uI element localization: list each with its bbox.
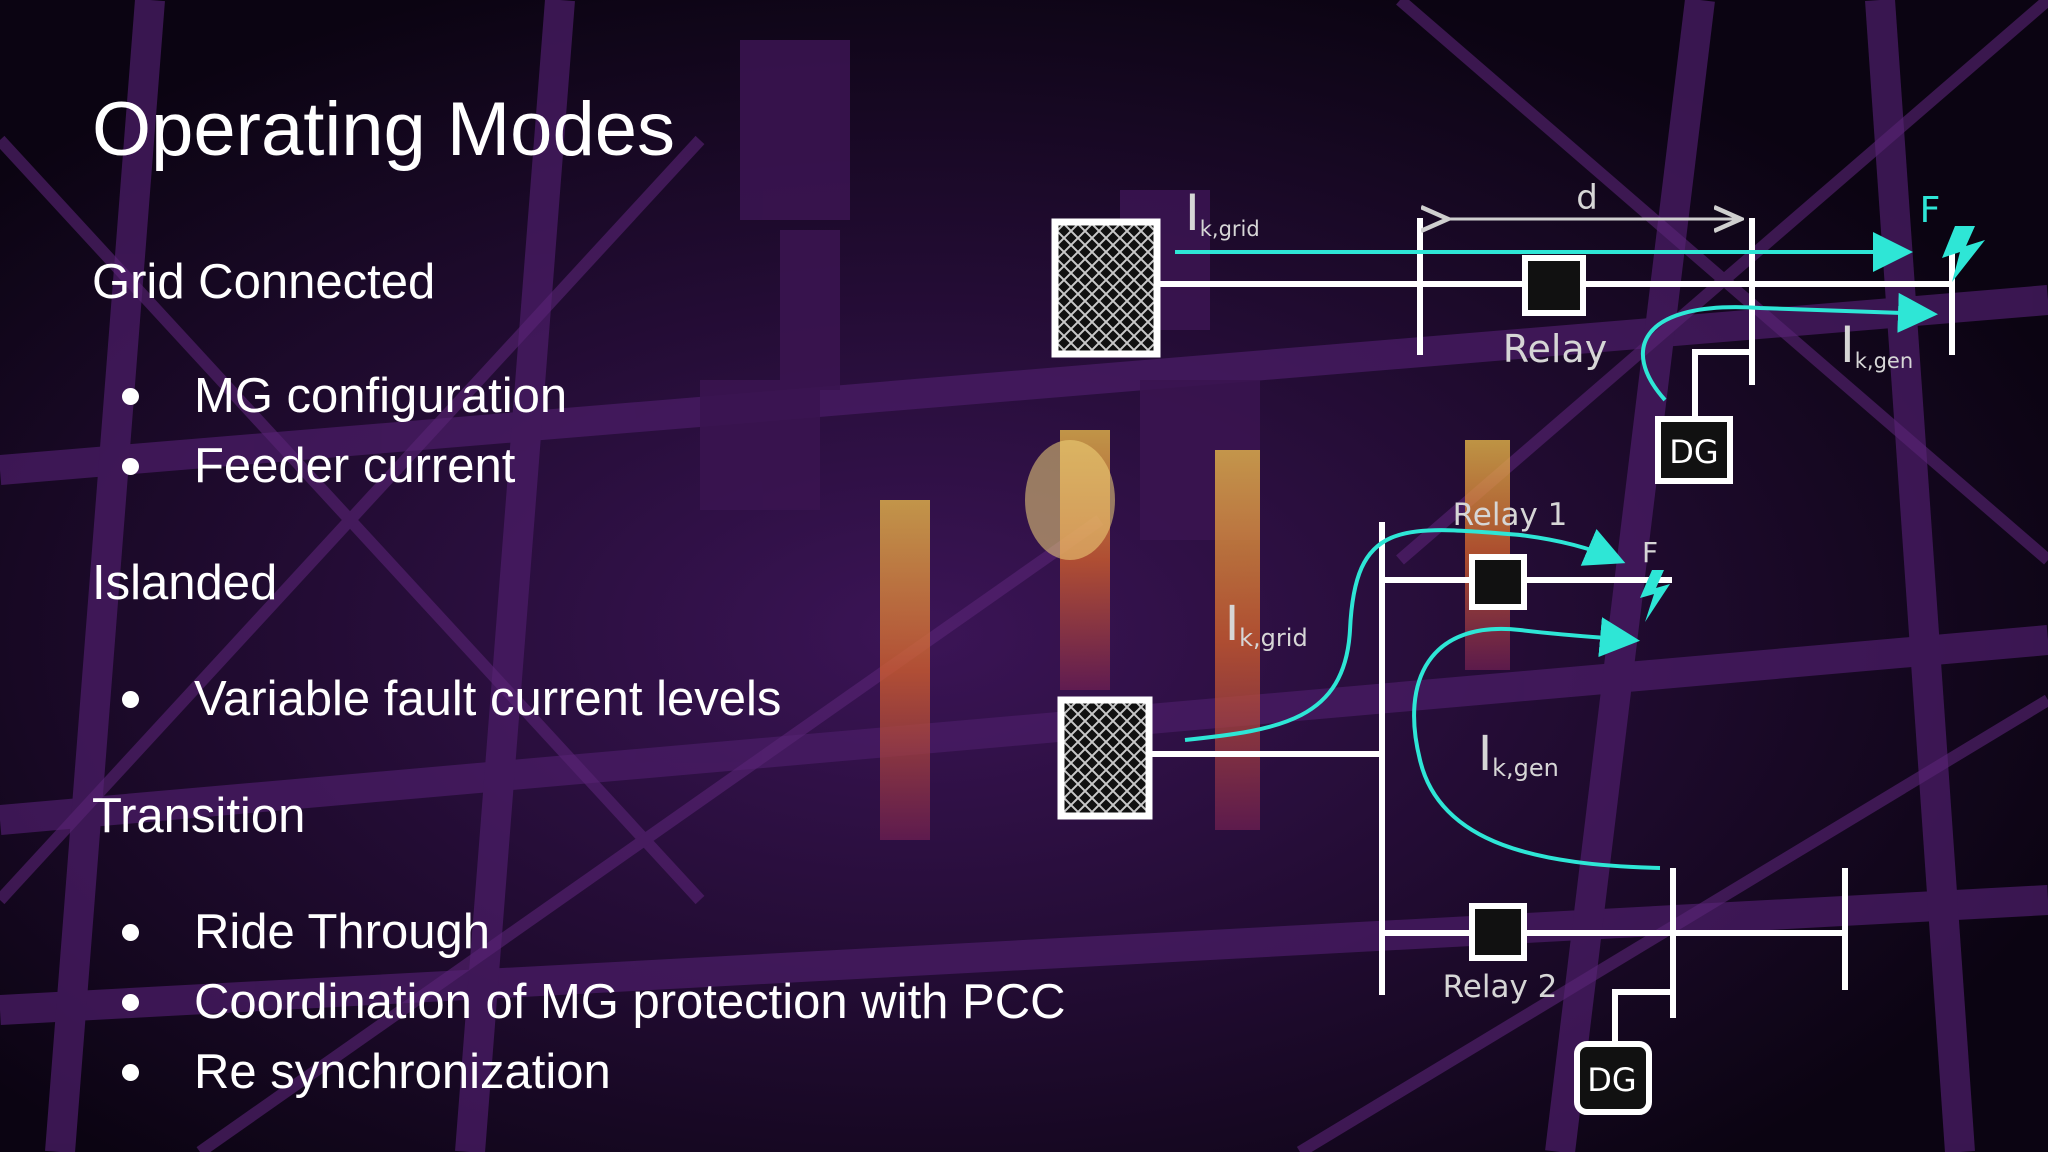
dg-connection-line xyxy=(1692,349,1752,420)
fault-label: F xyxy=(1642,536,1658,569)
bullet-text: Re synchronization xyxy=(194,1045,611,1099)
relay-box xyxy=(1522,255,1586,316)
bullet-dot xyxy=(122,458,139,475)
dg-connection-line xyxy=(1612,989,1673,1046)
bullet-list-transition: Ride Through Coordination of MG protecti… xyxy=(118,897,1066,1107)
distance-label: d xyxy=(1576,178,1598,218)
gen-current-arrow xyxy=(1640,292,1938,402)
bullet-item: Re synchronization xyxy=(118,1037,1066,1107)
gen-current-arrow xyxy=(1412,617,1661,870)
slide-title: Operating Modes xyxy=(92,87,675,172)
bullet-text: Feeder current xyxy=(194,439,516,493)
bullet-text: Coordination of MG protection with PCC xyxy=(194,975,1066,1029)
bullet-dot xyxy=(122,924,139,941)
bullet-dot xyxy=(122,388,139,405)
grid-source-box xyxy=(1057,696,1153,820)
dg-box xyxy=(1655,416,1733,484)
bullet-text: Ride Through xyxy=(194,905,491,959)
diagram-grid-connected: DG d Relay Ik,grid Ik,gen F xyxy=(1051,178,1985,484)
bullet-item: Ride Through xyxy=(118,897,1066,967)
bullet-dot xyxy=(122,1064,139,1081)
dg-box xyxy=(1574,1041,1652,1115)
fault-lightning-icon xyxy=(1640,570,1670,622)
bullet-item: Variable fault current levels xyxy=(118,664,781,734)
dg-label: DG xyxy=(1669,433,1718,471)
section-heading-islanded: Islanded xyxy=(92,556,278,610)
gen-current-label: Ik,gen xyxy=(1478,726,1559,782)
section-heading-grid-connected: Grid Connected xyxy=(92,255,436,309)
bullet-text: MG configuration xyxy=(194,369,568,423)
bullet-text: Variable fault current levels xyxy=(194,672,782,726)
relay2-label: Relay 2 xyxy=(1443,969,1558,1005)
section-heading-transition: Transition xyxy=(92,789,306,843)
bullet-item: Coordination of MG protection with PCC xyxy=(118,967,1066,1037)
relay-label: Relay xyxy=(1503,327,1607,371)
bullet-list-islanded: Variable fault current levels xyxy=(118,664,781,734)
grid-current-label: Ik,grid xyxy=(1225,596,1308,652)
gen-current-label: Ik,gen xyxy=(1840,316,1913,374)
relay1-label: Relay 1 xyxy=(1453,497,1568,533)
relay2-box xyxy=(1469,903,1527,961)
bullet-item: Feeder current xyxy=(118,431,567,501)
grid-source-box xyxy=(1051,218,1161,358)
bullet-dot xyxy=(122,994,139,1011)
grid-current-label: Ik,grid xyxy=(1185,184,1260,242)
bullet-dot xyxy=(122,691,139,708)
grid-current-arrow xyxy=(1184,528,1626,742)
fault-lightning-icon xyxy=(1942,226,1985,282)
relay1-box xyxy=(1469,554,1527,610)
diagram-islanded: DG Relay 1 Relay 2 Ik,grid Ik,gen F xyxy=(1057,497,1848,1115)
dg-label: DG xyxy=(1587,1061,1636,1099)
bullet-list-grid-connected: MG configuration Feeder current xyxy=(118,361,567,501)
bullet-item: MG configuration xyxy=(118,361,567,431)
fault-label: F xyxy=(1920,190,1941,231)
